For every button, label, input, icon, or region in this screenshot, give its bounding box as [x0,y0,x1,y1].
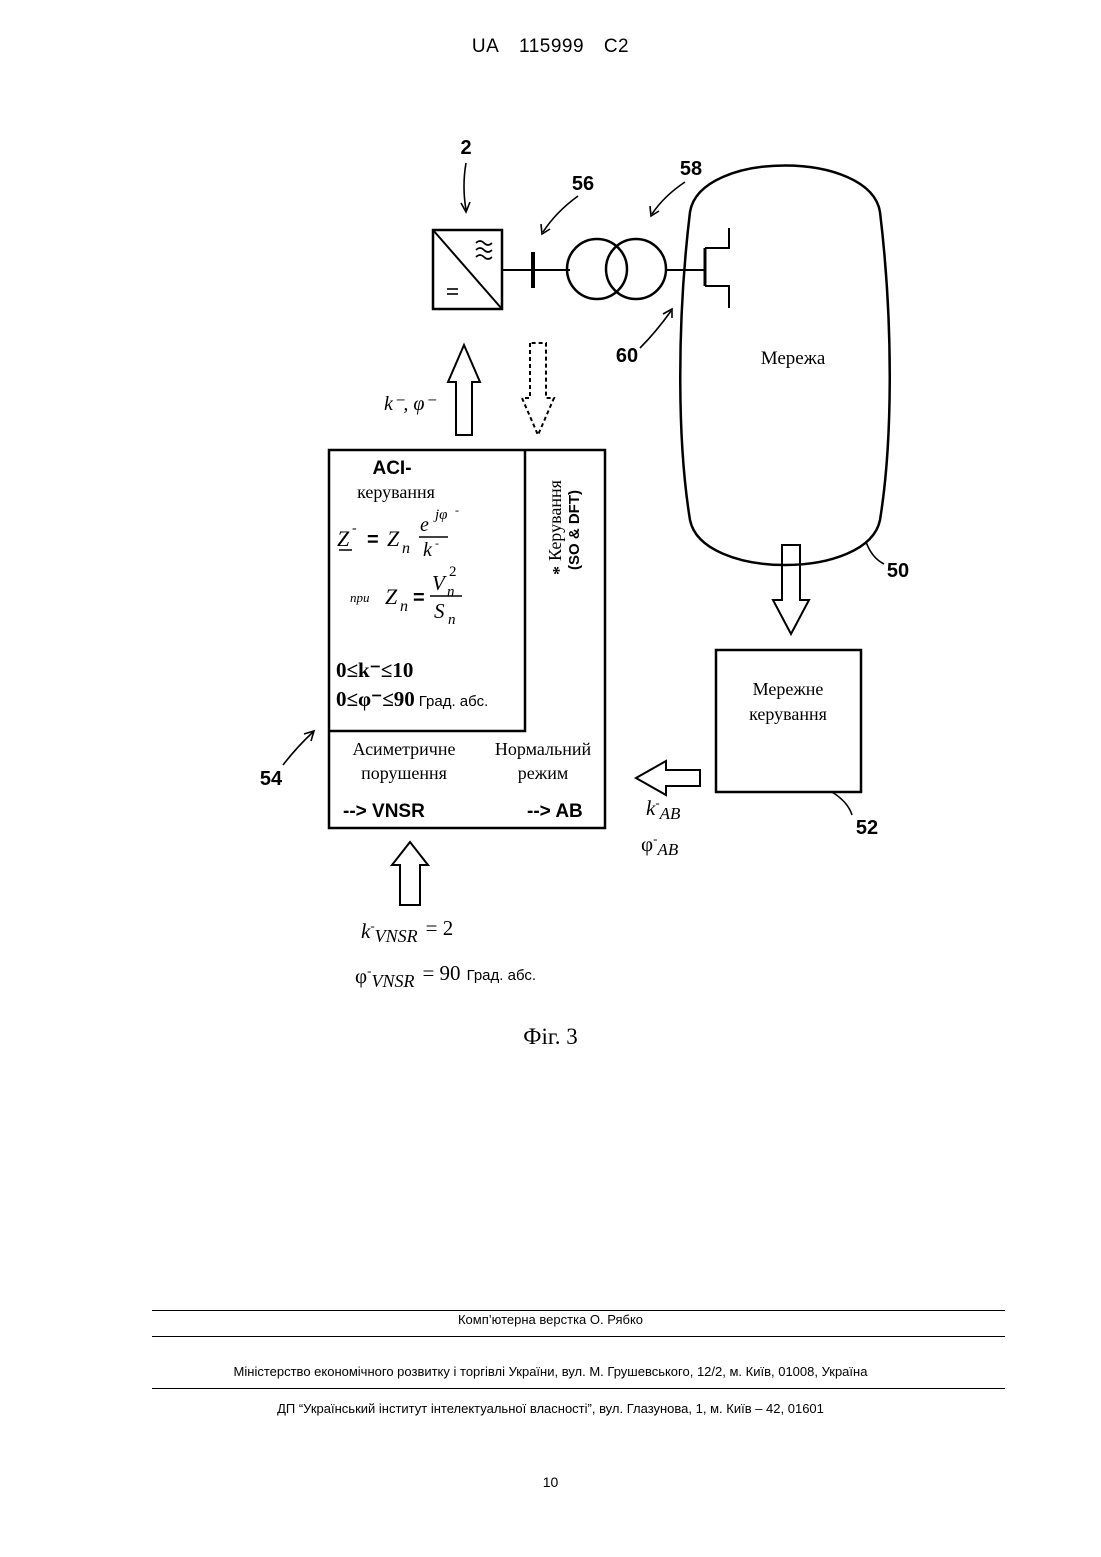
bottom-phi: φ-VNSR= 90Град. абс. [355,961,536,991]
ref-58-label: 58 [680,158,702,180]
net-control-line1: Мережне [753,679,824,699]
converter-to-aci-dashed-arrow [522,343,554,435]
network-label: Мережа [761,348,826,369]
aci-to-converter-arrow [448,345,480,435]
asym-line2: порушення [361,763,447,783]
ref-50-label: 50 [887,560,909,582]
range-phi: 0≤φ⁻≤90Град. абс. [336,687,488,711]
ref-52-leader [832,792,852,815]
up-label: k⁻, φ⁻ [384,393,436,415]
figure-caption: Фіг. 3 [0,1024,1101,1050]
svg-text:V: V [432,571,447,595]
side-label: * Керування (SO & DFT) [545,480,583,575]
svg-text:=: = [413,587,425,609]
footer-rule-1 [152,1310,1005,1311]
ref-60-arrow [640,311,671,348]
svg-text:при: при [350,590,370,605]
bottom-input-arrow [392,842,428,905]
right-phi: φ-AB [641,831,679,859]
svg-text:n: n [448,612,456,628]
ref-52-label: 52 [856,817,878,839]
svg-text:S: S [434,599,445,623]
svg-text:Z: Z [385,584,398,609]
ref-2-arrow [464,163,466,210]
transformer-coil-right [606,239,666,299]
bottom-k: k-VNSR= 2 [361,916,453,946]
range-k: 0≤k⁻≤10 [336,658,413,682]
ref-56-arrow [543,196,578,232]
svg-text:2: 2 [449,564,457,580]
page-number: 10 [0,1474,1101,1490]
asym-line1: Асиметричне [353,739,456,759]
svg-text:n: n [400,598,408,615]
ref-2-label: 2 [460,137,471,159]
ref-58-arrow [652,182,685,214]
svg-text:-: - [435,536,439,550]
normal-output: --> AB [527,801,583,822]
right-k: k-AB [646,795,681,823]
svg-text:n: n [447,584,455,600]
ref-56-label: 56 [572,173,594,195]
svg-text:Z: Z [337,526,350,551]
svg-text:=: = [367,529,379,551]
svg-text:(SO & DFT): (SO & DFT) [566,490,583,570]
transformer-coil-left [567,239,627,299]
ref-54-arrow [283,732,313,765]
svg-text:-: - [352,521,357,536]
svg-text:-: - [455,503,459,517]
network-to-control-arrow [773,545,809,634]
footer-institute: ДП “Український інститут інтелектуальної… [0,1401,1101,1416]
control-to-aci-arrow [636,761,700,795]
svg-text:e: e [420,514,429,536]
formula-z: Z - = Z n e jφ - k - [337,503,459,561]
svg-text:Керування: Керування [545,480,565,561]
ref-50-leader [866,542,884,564]
svg-text:jφ: jφ [433,507,447,523]
svg-text:Z: Z [387,526,400,551]
svg-text:k: k [423,539,433,561]
ref-60-label: 60 [616,345,638,367]
net-control-line2: керування [749,704,827,724]
converter-block [433,230,502,309]
normal-line1: Нормальний [495,739,592,759]
footer-rule-3 [152,1388,1005,1389]
footer-ministry: Міністерство економічного розвитку і тор… [0,1364,1101,1379]
normal-line2: режим [518,763,568,783]
asym-output: --> VNSR [343,801,425,822]
aci-title: ACI- [372,458,411,479]
svg-text:n: n [402,540,410,557]
aci-subtitle: керування [357,482,435,502]
footer-rule-2 [152,1336,1005,1337]
footer-composer: Комп’ютерна верстка О. Рябко [0,1312,1101,1327]
ref-54-label: 54 [260,768,283,790]
